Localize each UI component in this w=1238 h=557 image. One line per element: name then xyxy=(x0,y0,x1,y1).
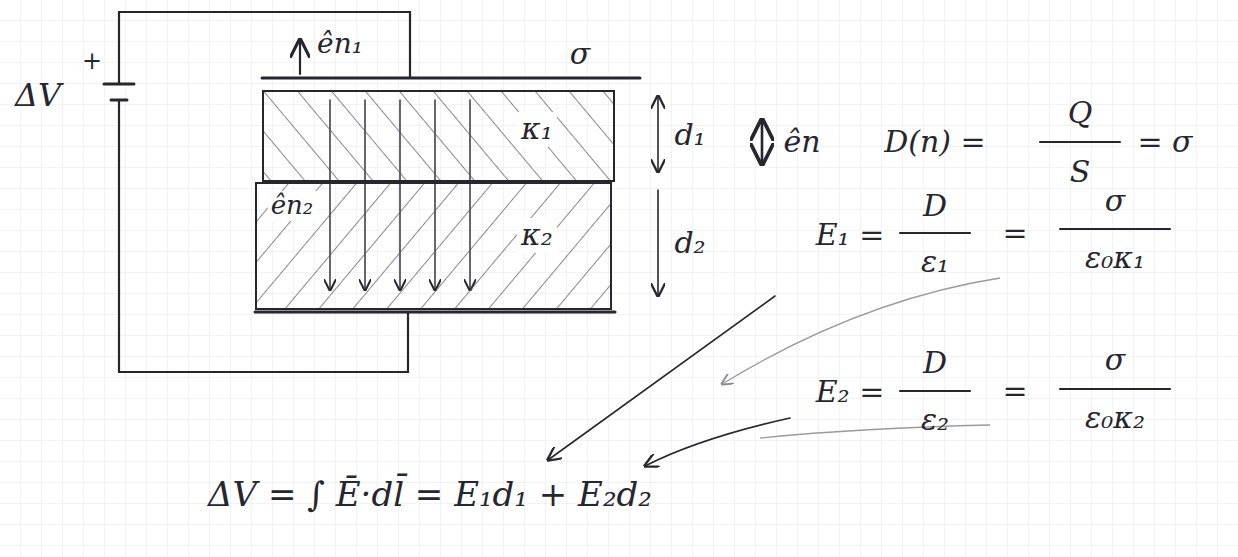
fraction-bar xyxy=(1060,228,1170,230)
normal-vector-label: ên₁ xyxy=(317,28,363,60)
fraction-denominator: ε₁ xyxy=(921,245,949,280)
fraction-numerator: σ xyxy=(1105,343,1125,378)
fraction-bar xyxy=(1040,141,1120,143)
normal-vector-label: ên xyxy=(783,125,820,160)
normal-arrow xyxy=(299,40,301,74)
fraction-numerator: Q xyxy=(1068,96,1093,131)
equation-term: D(n) = xyxy=(884,125,985,160)
fraction-denominator: ε₀κ₂ xyxy=(1085,401,1145,436)
equation-term: = σ xyxy=(1137,125,1192,160)
leader-line xyxy=(722,278,1000,384)
charge-density-label: σ xyxy=(570,37,590,72)
equation-term: = xyxy=(1002,374,1027,409)
capacitor-plate xyxy=(255,311,615,314)
leader-line xyxy=(645,418,790,466)
voltage-equation: ΔV = ∫ Ē·dl̄ = E₁d₁ + E₂d₂ xyxy=(208,475,652,514)
layer-hatch xyxy=(262,90,615,182)
layer-outline xyxy=(256,183,611,309)
dimension-arrow xyxy=(657,96,659,172)
capacitor-plate xyxy=(262,77,640,80)
equation-term: E₂ = xyxy=(816,375,885,410)
fraction-denominator: S xyxy=(1070,155,1091,190)
layer-outline xyxy=(263,91,614,181)
polarity-sign: + xyxy=(82,48,102,76)
thickness-label: d₂ xyxy=(674,226,705,261)
equation-term: E₁ = xyxy=(816,218,885,253)
fraction-denominator: ε₂ xyxy=(921,403,949,438)
fraction-bar xyxy=(1060,388,1170,390)
fraction-bar xyxy=(900,390,970,392)
fraction-numerator: σ xyxy=(1105,184,1125,219)
fraction-numerator: D xyxy=(923,346,947,381)
permittivity-label: κ₂ xyxy=(517,218,557,253)
voltage-label: ΔV xyxy=(15,77,61,114)
fraction-bar xyxy=(900,232,970,234)
normal-arrow xyxy=(761,120,764,164)
dielectric-layer: κ₁ xyxy=(262,90,615,182)
leader-line xyxy=(760,425,990,438)
leader-line xyxy=(548,296,775,460)
thickness-label: d₁ xyxy=(674,118,705,153)
fraction-numerator: D xyxy=(923,189,947,224)
wire xyxy=(119,12,410,84)
equation-term: = xyxy=(1002,216,1027,251)
fraction-denominator: ε₀κ₁ xyxy=(1085,241,1145,276)
permittivity-label: κ₁ xyxy=(517,112,557,147)
dimension-arrow xyxy=(657,190,659,296)
normal-vector-label: ên₂ xyxy=(268,191,317,221)
